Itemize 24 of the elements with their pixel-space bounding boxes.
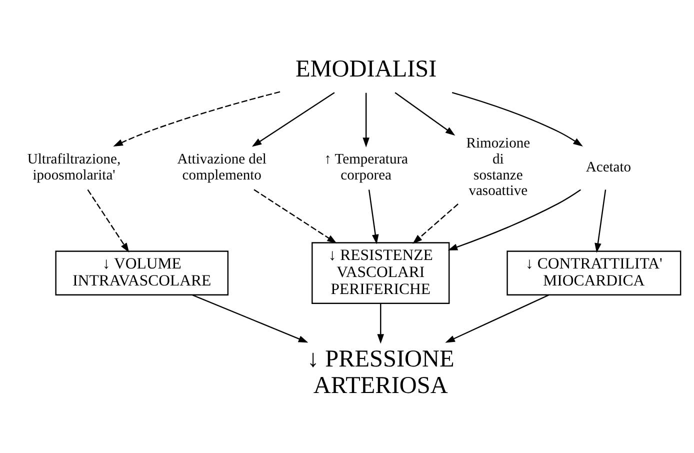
arrow [192, 294, 308, 342]
arrow [452, 91, 583, 146]
arrow [113, 90, 280, 146]
node-text: EMODIALISI [295, 55, 437, 82]
arrow [368, 189, 379, 244]
arrow [254, 188, 337, 243]
node-text: ↓ PRESSIONE ARTERIOSA [306, 344, 454, 399]
arrow [362, 92, 370, 147]
node-text: Acetato [586, 158, 632, 175]
node-box: ↓ RESISTENZE VASCOLARI PERIFERICHE [312, 242, 450, 304]
arrow [594, 189, 606, 252]
arrow [252, 92, 335, 146]
arrow [394, 92, 456, 136]
node-text: ↑ Temperatura corporea [324, 150, 408, 183]
arrow [445, 294, 549, 342]
node-box: ↓ VOLUME INTRAVASCOLARE [55, 250, 229, 295]
node-text: Rimozione di sostanze vasoattive [466, 135, 530, 199]
arrow [448, 188, 582, 250]
node-text: Ultrafiltrazione, ipoosmolarita' [27, 150, 121, 183]
node-text: Attivazione del complemento [177, 150, 266, 183]
arrow [87, 188, 130, 252]
arrow [377, 303, 384, 344]
arrow [412, 203, 458, 244]
node-box: ↓ CONTRATTILITA' MIOCARDICA [506, 250, 682, 295]
